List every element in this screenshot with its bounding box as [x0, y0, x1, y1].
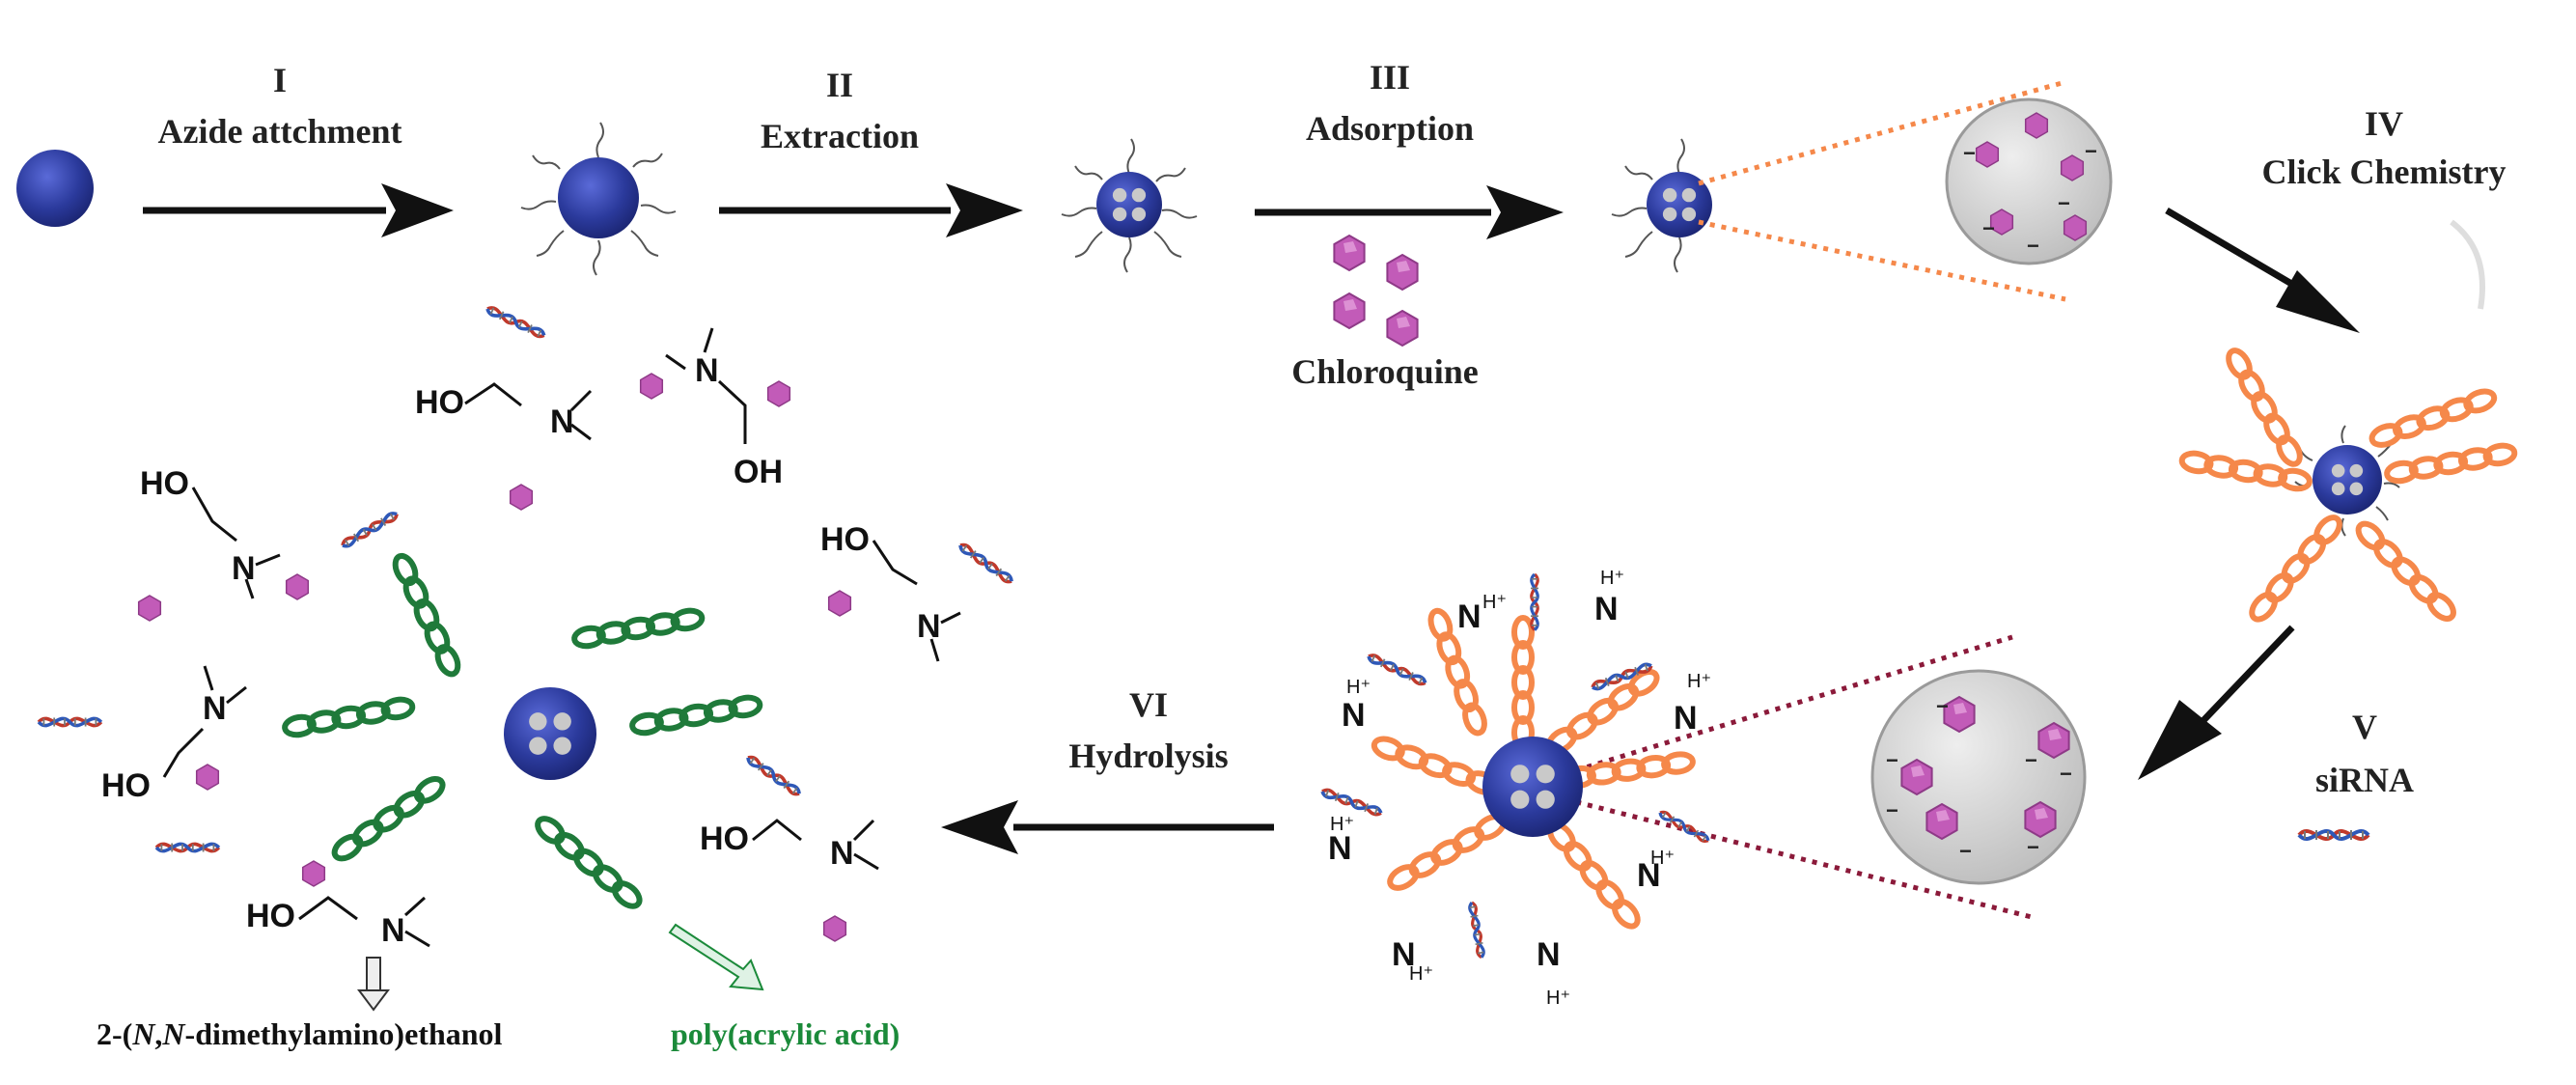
bare-nanoparticle: [16, 150, 94, 227]
svg-text:N: N: [1594, 591, 1619, 627]
svg-text:H⁺: H⁺: [1650, 848, 1675, 869]
step-6-number: VI: [1129, 685, 1168, 724]
svg-text:N: N: [381, 912, 405, 949]
chloroquine-label: Chloroquine: [1291, 352, 1478, 391]
svg-text:N: N: [917, 608, 941, 645]
svg-text:−: −: [2058, 191, 2070, 215]
svg-text:H⁺: H⁺: [1346, 677, 1371, 698]
zoomed-loaded-pore: − − − − −: [1945, 97, 2113, 265]
svg-text:N: N: [1674, 700, 1698, 737]
step-3-arrow: [1255, 185, 1564, 239]
svg-text:H⁺: H⁺: [1409, 963, 1433, 985]
svg-text:N: N: [550, 403, 574, 440]
step-5-number: V: [2352, 708, 2377, 746]
svg-text:−: −: [2085, 139, 2097, 163]
step-4-number: IV: [2365, 104, 2403, 143]
svg-text:N: N: [1328, 830, 1352, 867]
sirna-icon: [2297, 828, 2370, 842]
zoom-lines-sirna: [1553, 634, 2033, 920]
sirna-complexed-nanoparticle: [1371, 608, 1694, 931]
step-1-arrow: [143, 183, 454, 237]
svg-text:H⁺: H⁺: [1482, 592, 1507, 613]
step-5-arrow: [2138, 625, 2295, 780]
svg-text:HO: HO: [140, 465, 189, 502]
svg-text:N: N: [830, 835, 854, 872]
svg-text:H⁺: H⁺: [1330, 814, 1354, 835]
svg-text:N: N: [1637, 857, 1661, 894]
step-1-number: I: [273, 61, 287, 99]
step-4-label: Click Chemistry: [2262, 153, 2507, 191]
svg-text:N: N: [203, 690, 227, 727]
svg-text:−: −: [1959, 839, 1972, 863]
zoomed-sirna-pore: − − − − − − −: [1870, 669, 2087, 885]
step-4-arrow: [2165, 207, 2360, 333]
paa-caption: poly(acrylic acid): [671, 1016, 900, 1051]
paa-pointer-arrow: [668, 923, 764, 991]
svg-text:H⁺: H⁺: [1600, 568, 1624, 589]
svg-text:−: −: [1936, 694, 1949, 718]
released-species: [37, 303, 1016, 942]
chloroquine-molecules: [1333, 235, 1419, 347]
svg-text:−: −: [2025, 748, 2037, 772]
loaded-nanoparticle: [1611, 138, 1712, 273]
svg-text:−: −: [1886, 798, 1898, 822]
hydrolyzed-nanoparticle: [284, 553, 762, 911]
step-5-label: siRNA: [2315, 761, 2414, 799]
polymer-grafted-nanoparticle: [2180, 219, 2516, 624]
svg-text:HO: HO: [246, 898, 295, 934]
step-2-arrow: [719, 183, 1023, 237]
protonated-amines: N H⁺ N H⁺ N H⁺ N H⁺ N H⁺ N H⁺ N H⁺ N H⁺: [1328, 568, 1711, 1009]
svg-text:−: −: [1982, 216, 1995, 240]
dmae-pointer-arrow: [357, 957, 390, 1012]
svg-text:−: −: [2060, 762, 2072, 786]
svg-text:HO: HO: [101, 767, 151, 804]
step-2-number: II: [826, 66, 853, 104]
svg-text:HO: HO: [700, 821, 749, 857]
svg-text:H⁺: H⁺: [1687, 671, 1711, 692]
step-2-label: Extraction: [761, 117, 919, 155]
svg-text:N: N: [1342, 697, 1366, 734]
svg-text:OH: OH: [734, 454, 783, 490]
svg-text:−: −: [2027, 234, 2039, 258]
dmae-molecules: HO N N OH HO N N HO HO N HO N HO N: [101, 327, 961, 949]
svg-text:−: −: [2027, 835, 2039, 859]
step-3-number: III: [1370, 58, 1410, 97]
svg-text:N: N: [695, 352, 719, 389]
svg-text:−: −: [1963, 141, 1976, 165]
step-6-arrow: [941, 800, 1274, 854]
svg-text:N: N: [1392, 936, 1416, 973]
azide-nanoparticle: [520, 122, 677, 276]
svg-text:H⁺: H⁺: [1546, 988, 1570, 1009]
svg-text:N: N: [232, 550, 256, 587]
step-1-label: Azide attchment: [158, 112, 402, 151]
svg-text:N: N: [1457, 598, 1482, 635]
svg-text:HO: HO: [415, 384, 464, 421]
step-3-label: Adsorption: [1306, 109, 1474, 148]
svg-text:HO: HO: [820, 521, 870, 558]
svg-text:N: N: [1537, 936, 1561, 973]
step-6-label: Hydrolysis: [1068, 737, 1228, 775]
dmae-caption: 2-(N,N-dimethylamino)ethanol: [97, 1016, 503, 1051]
zoom-lines-loaded: [1698, 79, 2066, 302]
porous-nanoparticle: [1061, 138, 1198, 273]
svg-text:−: −: [1886, 748, 1898, 772]
